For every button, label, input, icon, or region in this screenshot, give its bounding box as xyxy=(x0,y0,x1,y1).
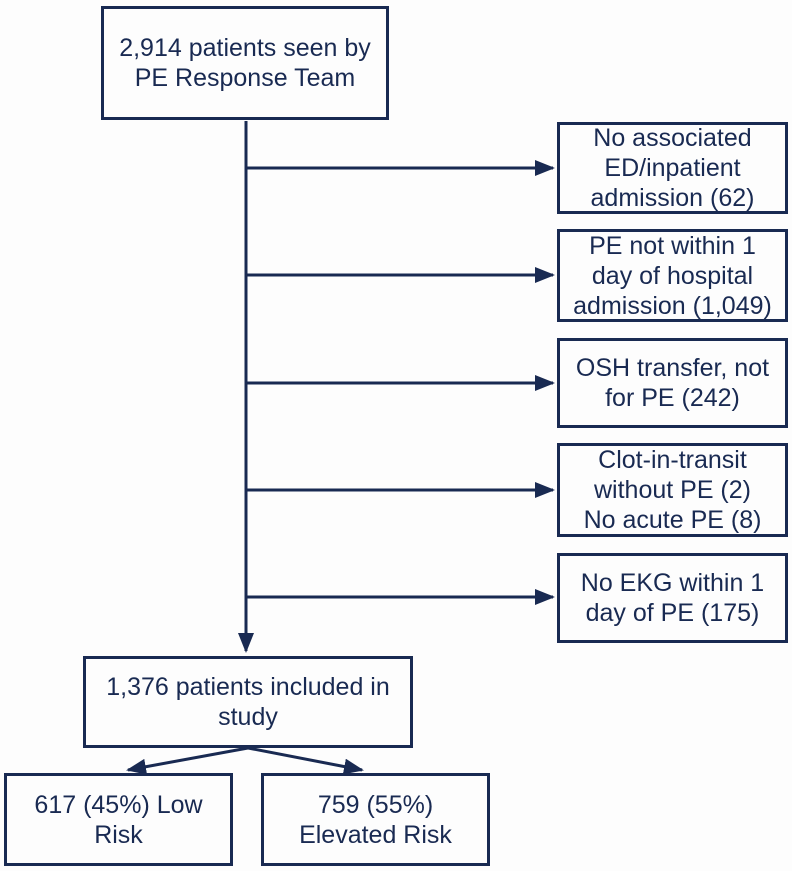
flow-box-exclusion-no-admission: No associated ED/inpatient admission (62… xyxy=(557,122,788,214)
flow-box-included-patients-label: 1,376 patients included in study xyxy=(106,673,390,731)
flow-box-exclusion-no-admission-label: No associated ED/inpatient admission (62… xyxy=(590,124,755,212)
flow-box-total-patients: 2,914 patients seen by PE Response Team xyxy=(101,6,389,120)
flow-box-exclusion-osh-transfer-label: OSH transfer, not for PE (242) xyxy=(575,354,770,412)
flow-box-low-risk: 617 (45%) Low Risk xyxy=(4,773,233,866)
flow-box-exclusion-no-ekg: No EKG within 1 day of PE (175) xyxy=(557,553,788,643)
flow-box-exclusion-clot-in-transit-label: Clot-in-transit without PE (2) No acute … xyxy=(583,446,762,534)
flow-box-low-risk-label: 617 (45%) Low Risk xyxy=(34,790,203,849)
flow-box-elevated-risk: 759 (55%) Elevated Risk xyxy=(261,773,490,866)
connector-branch-elevated-risk xyxy=(247,746,364,775)
flow-box-exclusion-pe-not-within-1-day-label: PE not within 1 day of hospital admissio… xyxy=(573,231,772,320)
flow-box-elevated-risk-label: 759 (55%) Elevated Risk xyxy=(299,790,452,849)
flow-box-total-patients-label: 2,914 patients seen by PE Response Team xyxy=(119,34,371,92)
flow-box-exclusion-osh-transfer: OSH transfer, not for PE (242) xyxy=(557,338,788,428)
flow-box-exclusion-pe-not-within-1-day: PE not within 1 day of hospital admissio… xyxy=(557,229,788,322)
flow-box-included-patients: 1,376 patients included in study xyxy=(83,656,413,748)
connector-branch-low-risk xyxy=(126,746,249,775)
flow-box-exclusion-clot-in-transit: Clot-in-transit without PE (2) No acute … xyxy=(557,443,788,537)
flow-box-exclusion-no-ekg-label: No EKG within 1 day of PE (175) xyxy=(580,569,765,627)
